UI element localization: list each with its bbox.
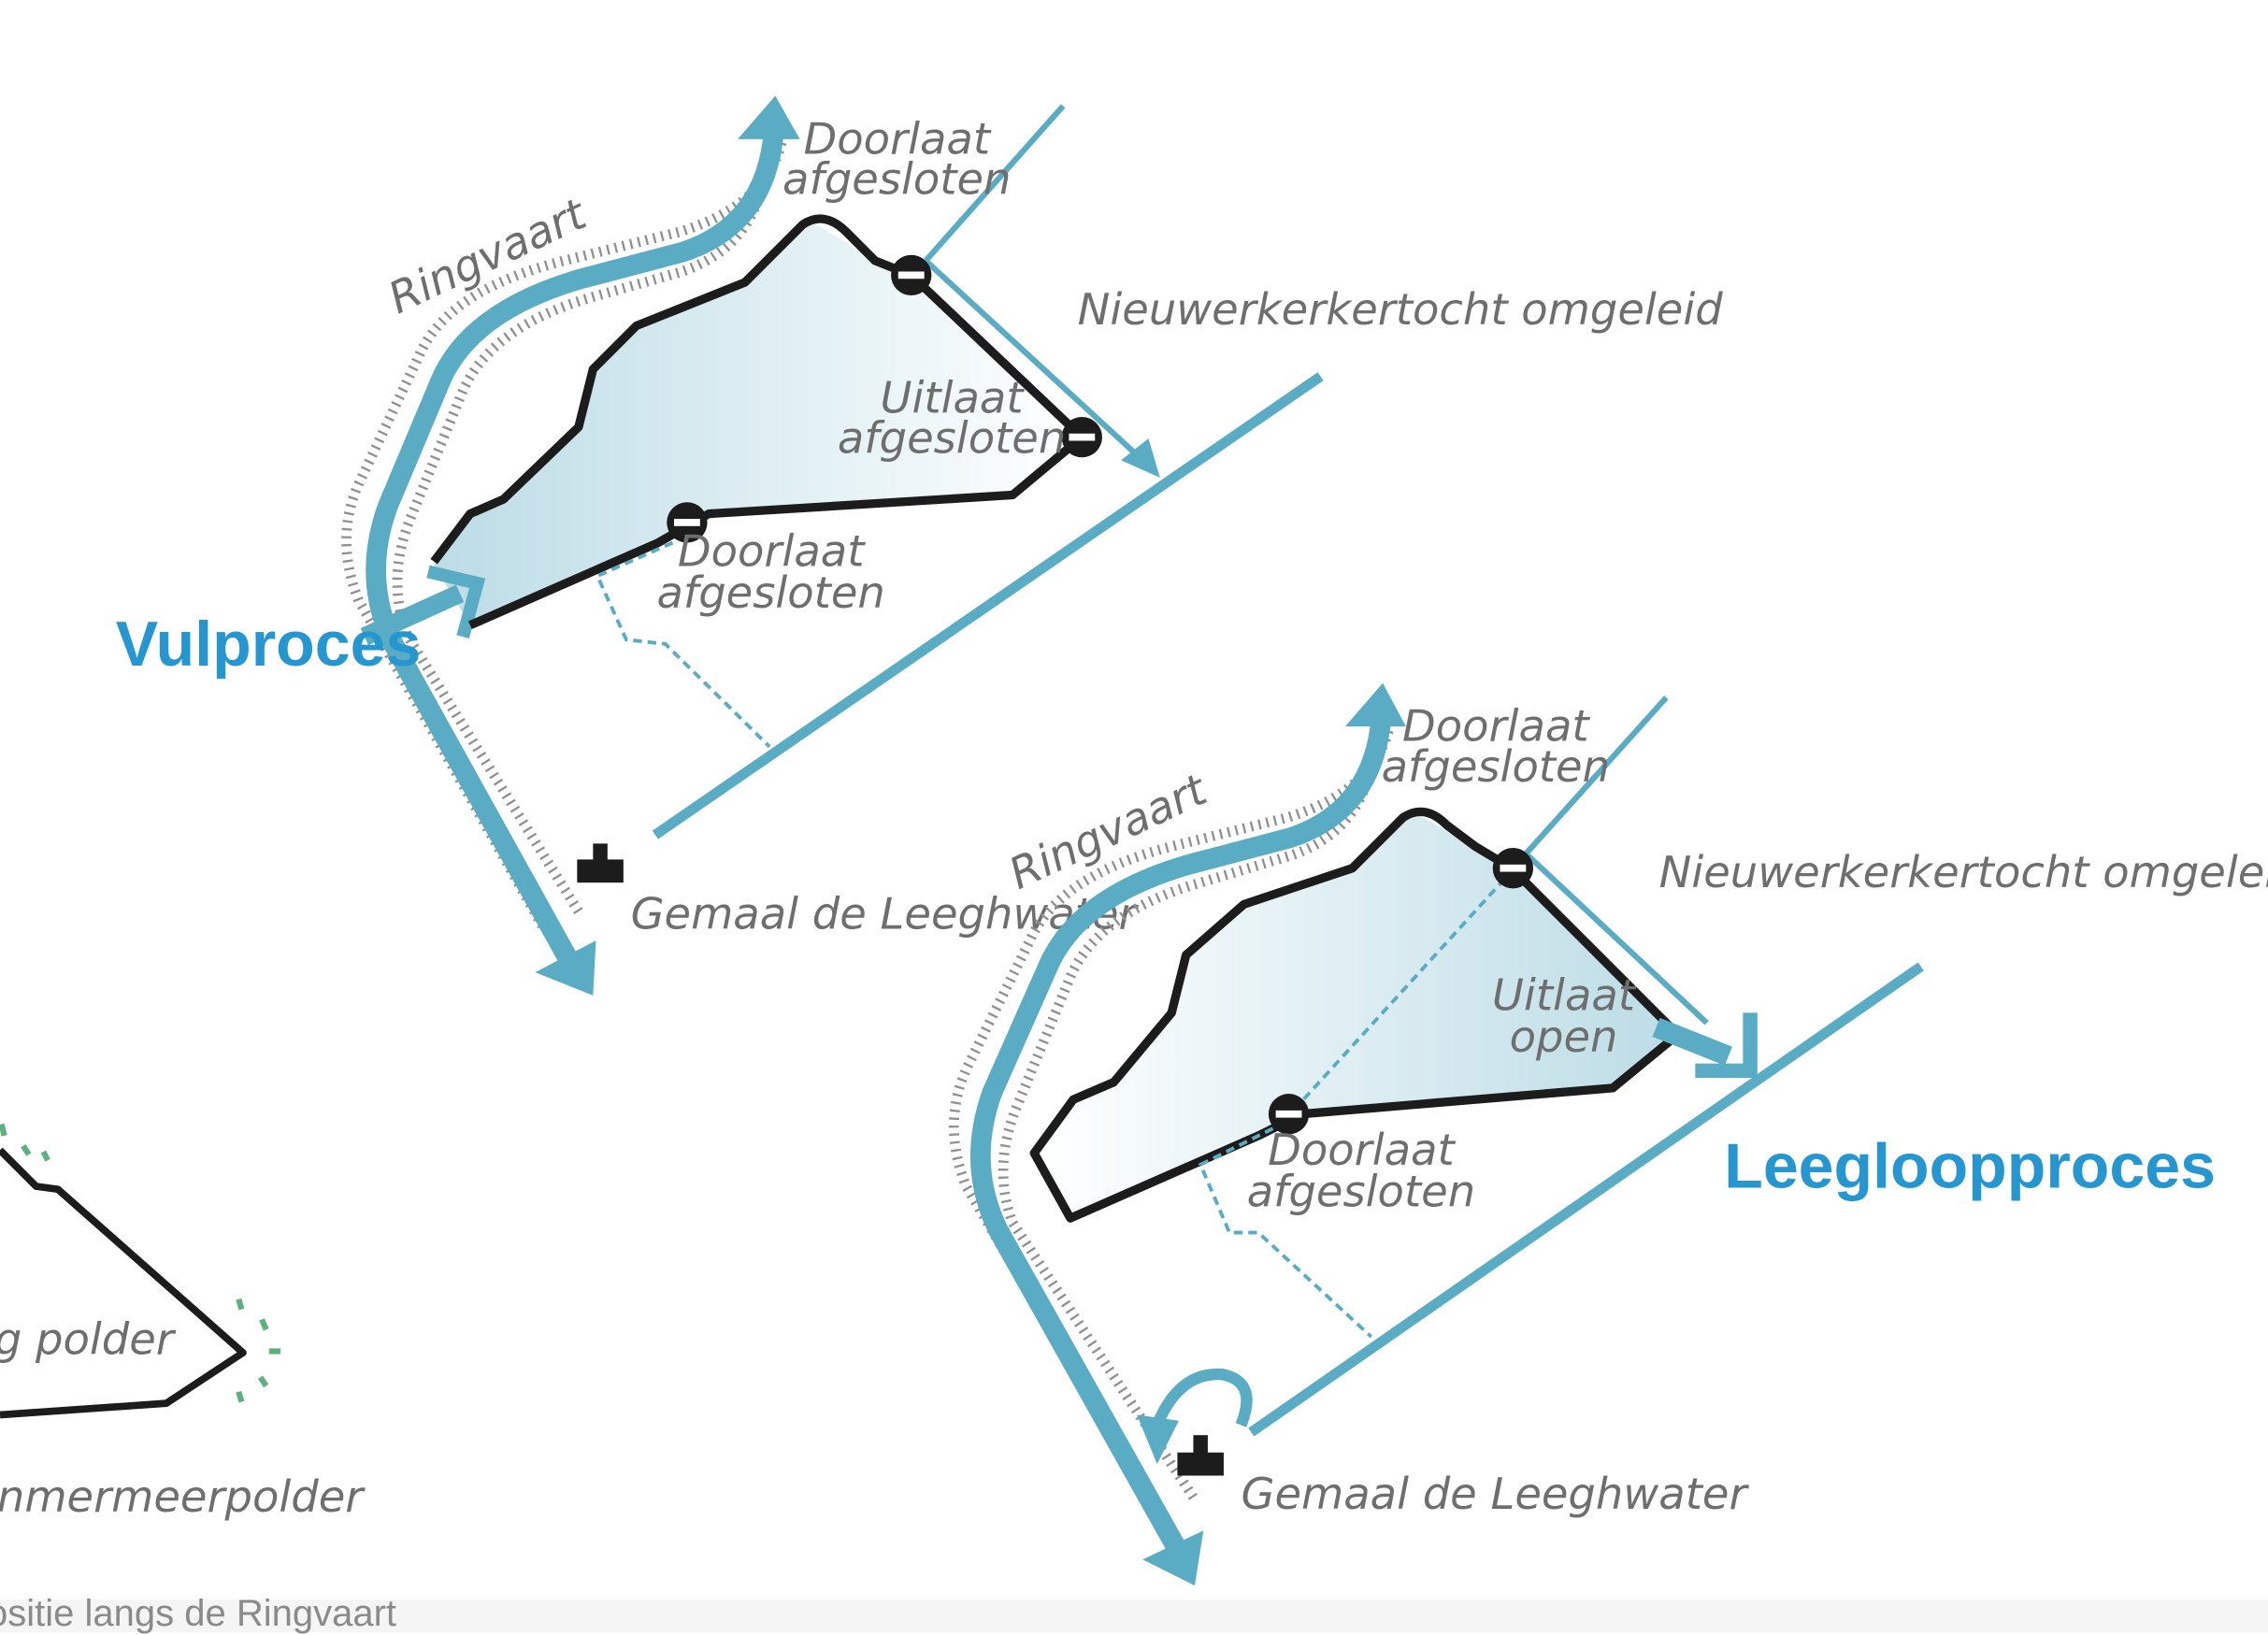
partial-polder-dike [0,1147,247,1419]
leegloopproces-title: Leegloopproces [1724,1131,2216,1202]
polder-area [434,220,1083,625]
ringvaart-channel [366,129,784,978]
dashed-connection [1288,867,1516,1116]
outflow-arrow-icon [1695,1012,1758,1079]
ringvaart-arrow-south [1142,1530,1204,1586]
outlet-label-1: Uitlaat [1492,969,1637,1020]
minus-circle-icon [667,502,708,543]
tocht-diverted [924,258,1145,463]
inlet-bottom-label-2: afgesloten [1247,1167,1475,1217]
minus-circle-icon [1061,416,1102,458]
gemaal-label: Gemaal de Leeghwater [631,889,1140,939]
ringvaart-channel [970,715,1392,1565]
main-canal [1248,962,1924,1437]
inlet-bottom-label-1: Doorlaat [678,525,866,576]
main-canal [652,372,1324,839]
minus-circle-icon [1268,1094,1310,1135]
polder-area [1034,810,1678,1216]
pump-loop-arrowhead [1137,1414,1179,1465]
diagram-leegloopproces: Leegloopproces Ringvaart Doorlaat afgesl… [948,682,2268,1586]
pumping-station-icon [577,843,624,883]
minus-circle-icon [891,254,932,296]
ringvaart-arrow-north [1344,682,1406,727]
inflow-arrow-icon [426,565,486,638]
ringvaart-hatch-inner [998,744,1380,1500]
polder-dike [1029,807,1683,1223]
caption-strip [0,1599,2268,1632]
tocht-diverted [1524,851,1709,1025]
minus-circle-icon [1492,848,1534,889]
outflow-channel [1652,1017,1732,1066]
tocht-diverted-arrow [1121,438,1160,478]
ringvaart-label: Ringvaart [1001,764,1215,899]
tocht-label: Nieuwerkerkertocht omgeleid [1078,284,1724,335]
diagram-vulproces: Vulproces Ringvaart Doorlaat afgesloten … [116,95,1724,996]
outlet-label-2: afgesloten [838,413,1066,464]
ringvaart-arrow-south [535,940,596,996]
left-partial-polder: g polder nmermeerpolder [0,1123,366,1522]
outlet-label-2: open [1510,1011,1618,1062]
partial-region-label: nmermeerpolder [0,1471,366,1522]
ringvaart-arrow-north [738,95,800,139]
inlet-bottom-label-2: afgesloten [656,567,884,618]
tocht-upper [923,104,1066,263]
gemaal-label: Gemaal de Leeghwater [1241,1469,1749,1519]
tocht-upper [1523,696,1669,856]
signal-marks-top [0,1123,50,1162]
partial-polder-label: g polder [0,1314,177,1365]
pumping-station-icon [1177,1435,1224,1476]
tocht-label: Nieuwerkerkertocht omgeleid [1659,847,2268,897]
dashed-connection [1198,1126,1373,1339]
outlet-label-1: Uitlaat [881,372,1026,423]
inlet-top-label-1: Doorlaat [803,113,991,164]
vulproces-title: Vulproces [116,609,422,680]
inlet-bottom-label-1: Doorlaat [1268,1125,1456,1175]
figure-caption: ositie langs de Ringvaart [0,1593,397,1634]
inlet-top-label-2: afgesloten [782,154,1011,205]
pump-loop-arrow-icon [1152,1368,1253,1427]
inlet-top-label-1: Doorlaat [1402,701,1590,752]
signal-marks-right [236,1298,281,1403]
dashed-connection [595,540,771,749]
inlet-top-label-2: afgesloten [1382,741,1610,792]
inflow-channel [360,584,465,646]
